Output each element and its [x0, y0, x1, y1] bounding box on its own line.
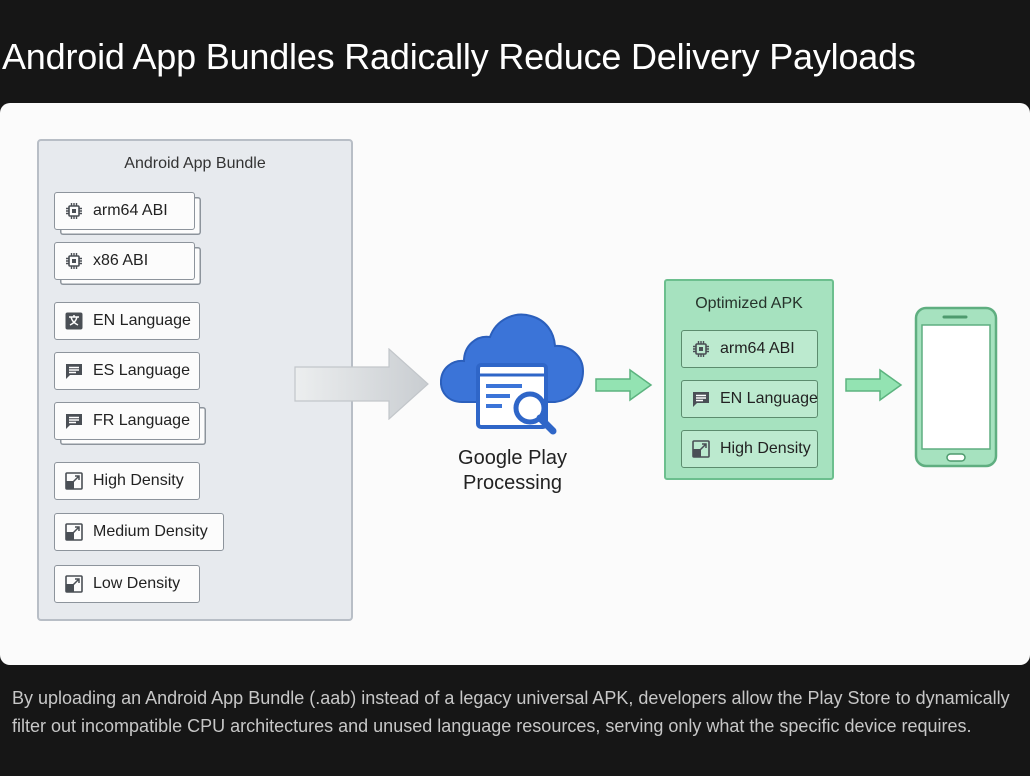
- message-icon: [64, 411, 84, 431]
- message-icon: [64, 361, 84, 381]
- chip-icon: [691, 339, 711, 359]
- bundle-item-en-language: EN Language: [54, 302, 200, 340]
- app-bundle-title: Android App Bundle: [124, 155, 266, 172]
- translate-icon: [64, 311, 84, 331]
- bundle-item-fr-language: FR Language: [54, 402, 200, 440]
- bundle-item-label: Medium Density: [93, 523, 208, 540]
- density-icon: [64, 471, 84, 491]
- diagram-canvas: Android App Bundle arm64 ABI x86 ABI EN …: [0, 103, 1030, 665]
- bundle-item-low-density: Low Density: [54, 565, 200, 603]
- caption-text: By uploading an Android App Bundle (.aab…: [12, 688, 1010, 736]
- page-title: Android App Bundles Radically Reduce Del…: [2, 36, 916, 77]
- bundle-item-high-density: High Density: [54, 462, 200, 500]
- bundle-item-label: ES Language: [93, 362, 190, 379]
- bundle-item-label: Low Density: [93, 575, 181, 592]
- bundle-item-label: arm64 ABI: [93, 202, 168, 219]
- bundle-item-arm64: arm64 ABI: [54, 192, 195, 230]
- optimized-apk-panel: Optimized APK arm64 ABI EN Language High…: [664, 279, 834, 480]
- processing-label-line1: Google Play: [458, 447, 567, 469]
- chip-icon: [64, 251, 84, 271]
- processing-to-apk-arrow: [595, 368, 653, 402]
- chip-icon: [64, 201, 84, 221]
- bundle-item-medium-density: Medium Density: [54, 513, 224, 551]
- density-icon: [691, 439, 711, 459]
- apk-to-device-arrow: [845, 368, 903, 402]
- apk-item-label: High Density: [720, 440, 811, 457]
- bundle-item-x86: x86 ABI: [54, 242, 195, 280]
- density-icon: [64, 574, 84, 594]
- density-icon: [64, 522, 84, 542]
- apk-item-arm64: arm64 ABI: [681, 330, 818, 368]
- bundle-item-label: EN Language: [93, 312, 191, 329]
- optimized-apk-title: Optimized APK: [695, 295, 803, 312]
- apk-item-en-language: EN Language: [681, 380, 818, 418]
- apk-item-high-density: High Density: [681, 430, 818, 468]
- phone-icon: [914, 306, 998, 468]
- bundle-to-processing-arrow: [294, 348, 429, 420]
- message-icon: [691, 389, 711, 409]
- bundle-item-label: FR Language: [93, 412, 190, 429]
- bundle-item-es-language: ES Language: [54, 352, 200, 390]
- processing-label-line2: Processing: [463, 472, 562, 494]
- processing-label: Google Play Processing: [440, 446, 585, 496]
- apk-item-label: EN Language: [720, 390, 818, 407]
- bundle-item-label: High Density: [93, 472, 184, 489]
- apk-item-label: arm64 ABI: [720, 340, 795, 357]
- cloud-search-icon: [440, 313, 585, 435]
- bundle-item-label: x86 ABI: [93, 252, 149, 269]
